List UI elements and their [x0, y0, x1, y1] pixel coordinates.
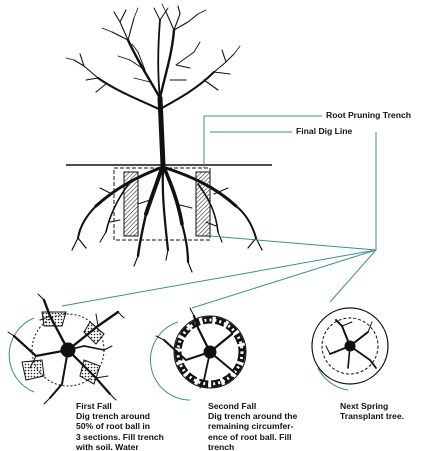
tree-crown	[65, 3, 241, 168]
first-fall-plan	[7, 293, 125, 405]
tree-roots	[71, 163, 263, 273]
step-first-fall: First Fall Dig trench around 50% of root…	[76, 401, 164, 451]
callout-final-dig-line: Final Dig Line	[296, 126, 353, 136]
callout-leaders	[61, 115, 377, 309]
step-text: Transplant tree.	[340, 411, 404, 422]
step-title: Second Fall	[208, 401, 257, 411]
step-title: First Fall	[76, 401, 112, 411]
callout-root-pruning-trench: Root Pruning Trench	[326, 110, 411, 120]
second-fall-plan	[149, 307, 247, 401]
step-text: Dig trench around 50% of root ball in 3 …	[76, 411, 164, 451]
step-text: Dig trench around the remaining circumfe…	[208, 411, 298, 451]
next-spring-plan	[311, 307, 389, 391]
step-second-fall: Second Fall Dig trench around the remain…	[208, 401, 297, 451]
step-title: Next Spring	[340, 401, 389, 411]
step-next-spring: Next Spring Transplant tree.	[340, 401, 404, 421]
